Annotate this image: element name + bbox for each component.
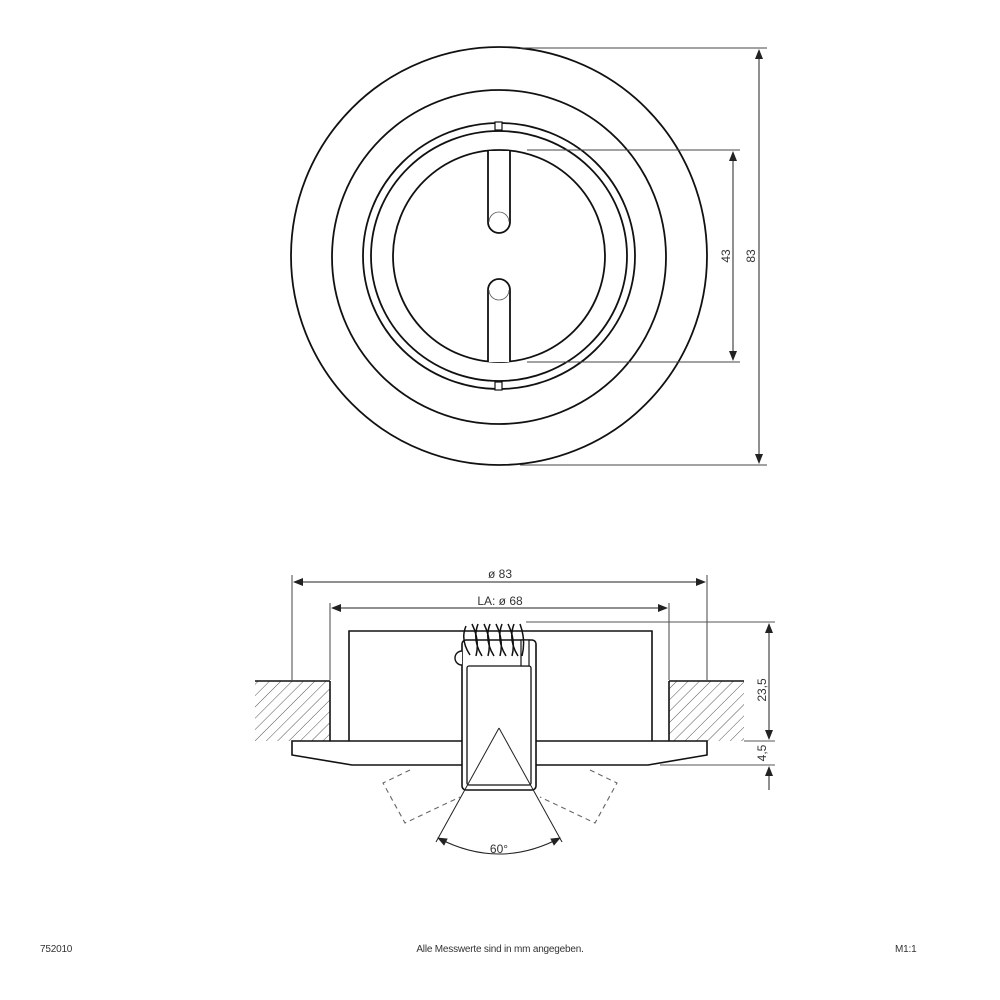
top-view: 43 83 — [290, 46, 767, 466]
beam-line-right — [498, 727, 563, 843]
slot-arc-upper — [488, 211, 510, 223]
angle-arc — [437, 837, 561, 855]
spring-slot-upper — [487, 151, 511, 234]
spring-slot-lower — [487, 278, 511, 362]
dim-43-label: 43 — [719, 249, 733, 263]
outer-flange-circle — [290, 46, 708, 466]
dim-235-label: 23,5 — [755, 678, 769, 702]
ring-notch-top — [494, 121, 503, 131]
spring-leg — [520, 639, 530, 667]
article-number: 752010 — [40, 944, 73, 955]
spring-bracket — [461, 639, 537, 791]
ceiling-section-left — [255, 681, 330, 741]
ring-inner-circle — [370, 130, 628, 382]
dim-83-label: 83 — [744, 249, 758, 263]
dim-angle-label: 60° — [490, 842, 508, 856]
dim-la68-label: LA: ø 68 — [477, 594, 523, 608]
dim-d83-label: ø 83 — [488, 567, 512, 581]
side-view: ø 83 LA: ø 68 — [255, 567, 775, 856]
housing-circle — [331, 89, 667, 425]
measurement-note: Alle Messwerte sind in mm angegeben. — [416, 944, 584, 955]
ring-notch-bottom — [494, 381, 503, 391]
coil-spring — [463, 623, 525, 657]
spring-pivot — [454, 650, 463, 666]
beam-line-left — [435, 727, 500, 843]
scale-label: M1:1 — [895, 944, 917, 955]
tilt-position-left — [382, 769, 461, 824]
ceiling-section-right — [669, 681, 744, 741]
slot-arc-lower — [488, 289, 510, 301]
tilt-position-right — [539, 769, 618, 824]
dim-45-label: 4,5 — [755, 744, 769, 761]
spring-bracket-inner — [466, 665, 532, 786]
